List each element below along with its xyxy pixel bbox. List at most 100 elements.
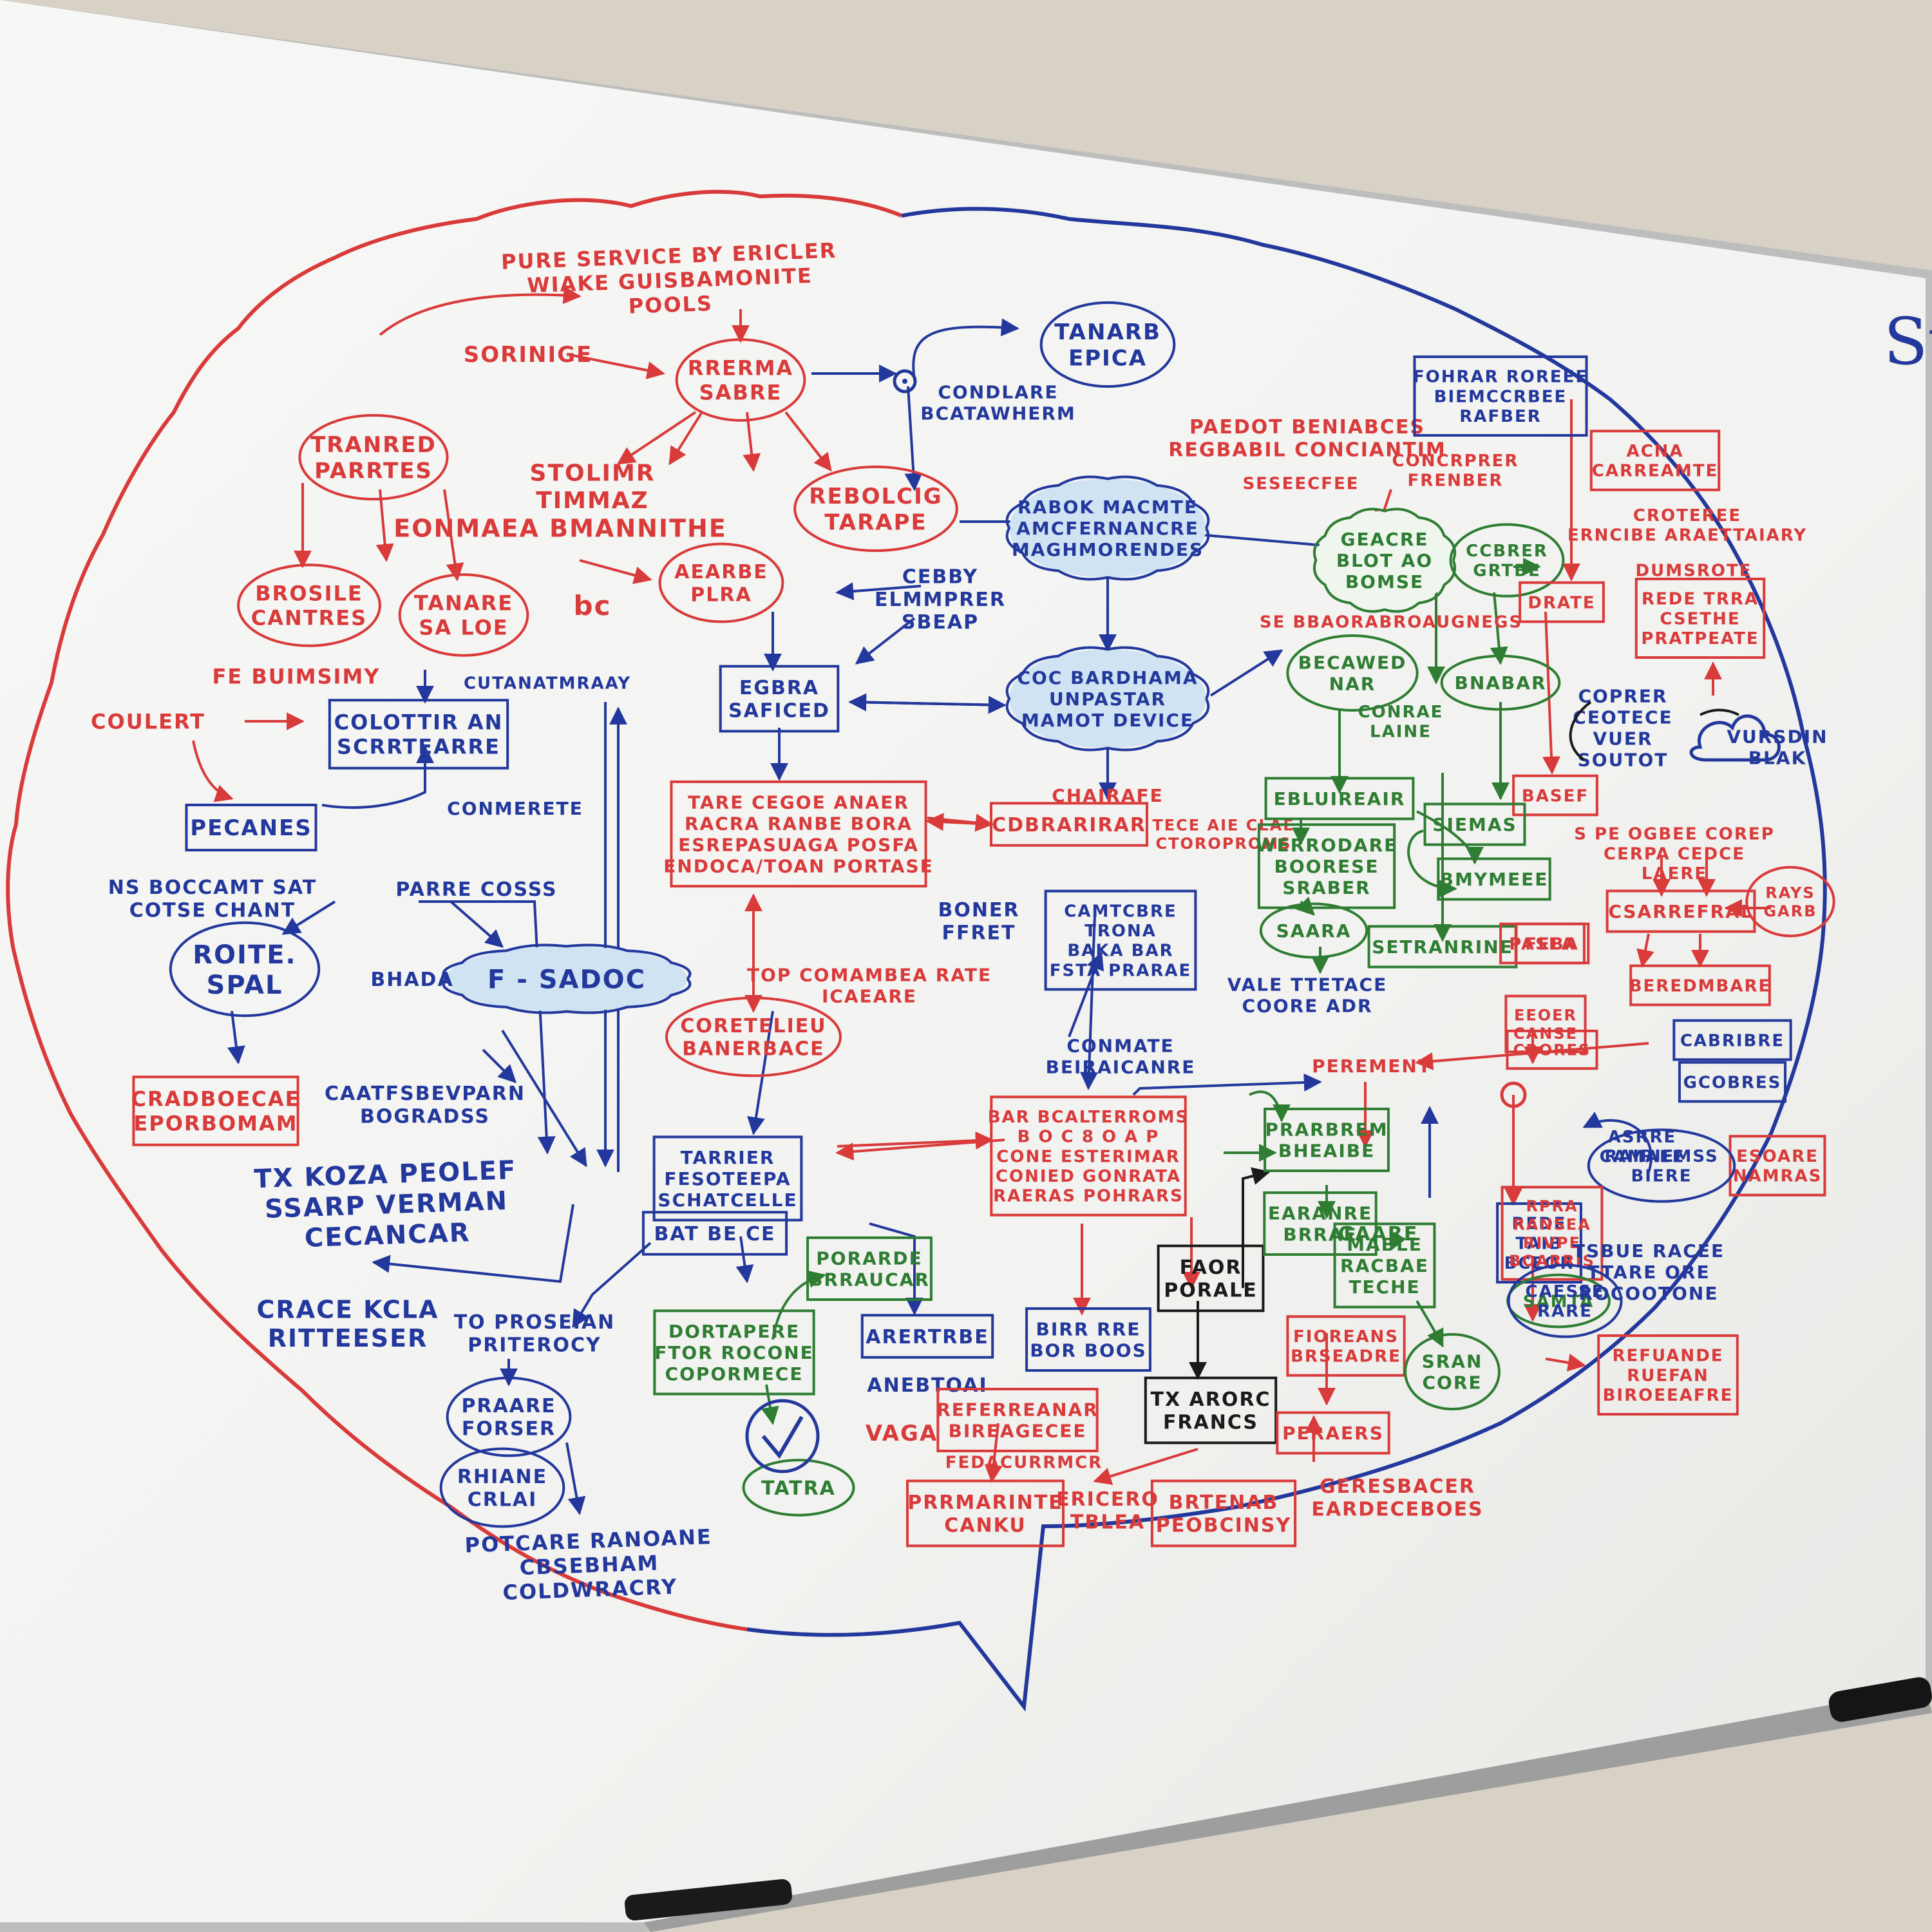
node-label: MABLE — [1347, 1234, 1423, 1255]
node-box — [1286, 1315, 1406, 1377]
node-label: ROITE. — [193, 940, 297, 970]
node-label: CCBRER — [1466, 542, 1548, 561]
node-label: DRATE — [1528, 593, 1595, 612]
node-box — [906, 1479, 1065, 1548]
node-label: TARE CEGOE ANAER — [688, 792, 909, 813]
node-n73: DRATE — [1519, 581, 1605, 623]
node-label: SRAN — [1422, 1351, 1483, 1372]
node-label: BIROEEAFRE — [1603, 1386, 1734, 1405]
node-label: PEREMENT — [1312, 1056, 1432, 1077]
node-n97: PEREMENT — [1312, 1056, 1432, 1077]
node-box — [1678, 1061, 1787, 1103]
node-label: CEBBY — [902, 565, 978, 588]
node-label: RAFBER — [1459, 407, 1542, 426]
node-box — [641, 1211, 788, 1256]
node-n88: CSARREFRAL — [1605, 889, 1756, 933]
node-label: ICAEARE — [822, 986, 917, 1007]
node-n51: ARERTRBE — [860, 1314, 994, 1359]
node-label: BANERBACE — [682, 1038, 824, 1061]
node-label: ANEBTOAI — [867, 1374, 987, 1397]
node-n18: CUTANATMRAAY — [464, 674, 630, 693]
node-label: REFERREANAR — [936, 1399, 1099, 1421]
node-label: TARAPE — [824, 509, 927, 535]
node-label: BOMSE — [1345, 571, 1424, 592]
node-cloud-fill — [1009, 649, 1206, 748]
node-label: ERNCIBE ARAETTAIARY — [1567, 526, 1807, 545]
node-label: PRAARE — [461, 1395, 556, 1417]
node-label: RITTEESER — [268, 1324, 428, 1352]
node-n20: CONMERETE — [447, 798, 582, 819]
node-label: CRORES — [1513, 1041, 1591, 1059]
node-label: EONMAEA BMANNITHE — [393, 515, 727, 543]
node-label: SOUTOT — [1578, 750, 1669, 771]
node-n24: PARRE COSSS — [395, 878, 556, 901]
node-label: VUER — [1593, 728, 1653, 750]
node-box — [1025, 1307, 1151, 1372]
node-label: BAKA BAR — [1067, 942, 1173, 961]
node-ellipse — [665, 996, 842, 1077]
node-ellipse — [237, 564, 381, 647]
node-label: BIEMCCRBEE — [1434, 387, 1567, 406]
node-ellipse — [398, 573, 529, 657]
node-n1: SORINIGE — [464, 342, 591, 368]
node-label: RPRA — [1526, 1197, 1578, 1215]
node-box — [1605, 889, 1756, 933]
node-label: GCOBRES — [1683, 1073, 1782, 1092]
node-box — [1504, 994, 1587, 1054]
marker-tray — [644, 1687, 1932, 1932]
node-label: SETRANRINE — [1372, 936, 1513, 958]
node-label: PRITEROCY — [468, 1334, 601, 1357]
node-n91: BEREDMBARE — [1629, 964, 1771, 1007]
black-marker-2 — [625, 1879, 792, 1921]
node-ellipse — [1507, 1264, 1623, 1338]
node-label: COC BARDHAMA — [1017, 667, 1198, 688]
node-label: ESREPASUAGA POSFA — [678, 835, 919, 856]
node-label: GAARE — [1338, 1223, 1419, 1245]
node-label: CROTEREE — [1633, 506, 1741, 526]
node-box — [1044, 889, 1197, 991]
node-n52: ANEBTOAI — [867, 1374, 987, 1397]
node-label: PARRTES — [314, 458, 433, 484]
check-mark-icon — [761, 1416, 804, 1459]
node-label: VURSDIN — [1727, 726, 1828, 748]
blue-cloud-outline — [746, 207, 1827, 1712]
node-label: CBSEBHAM — [519, 1551, 659, 1580]
node-label: MAMOT DEVICE — [1021, 710, 1194, 731]
node-label: FESOTEEPA — [664, 1168, 791, 1189]
node-label: TO PROSEIAN — [454, 1311, 616, 1334]
node-box — [1589, 430, 1721, 491]
node-label: BCATAWHERM — [920, 403, 1076, 424]
node-n111: SAMTA — [1506, 1273, 1611, 1329]
node-label: FAOR — [1180, 1256, 1242, 1279]
node-label: BLOT AO — [1336, 550, 1433, 571]
node-n84: SAARA — [1259, 902, 1368, 959]
small-circle-node — [893, 369, 917, 393]
node-label: SIEMAS — [1432, 814, 1517, 835]
node-box — [652, 1135, 803, 1222]
node-n38: BAT BE CE — [641, 1211, 788, 1256]
node-label: SCRRTEARRE — [337, 734, 500, 759]
node-n100: GAARE — [1338, 1223, 1419, 1245]
node-n8: bc — [574, 590, 611, 621]
small-circle-node — [1500, 1081, 1527, 1108]
